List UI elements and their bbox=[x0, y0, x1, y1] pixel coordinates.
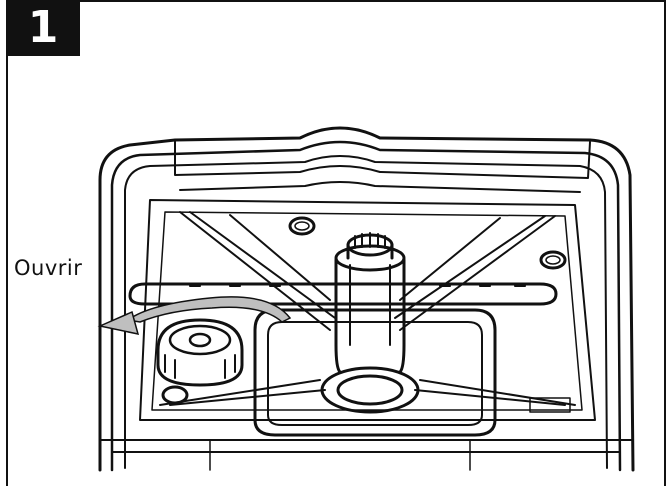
drain-outer bbox=[320, 366, 420, 414]
back-wall-ledge-2 bbox=[179, 181, 581, 193]
filter-housing-inner bbox=[267, 321, 483, 426]
hub-column bbox=[334, 258, 406, 347]
hub-cap-teeth bbox=[354, 232, 386, 249]
rotate-counterclockwise-arrow-icon bbox=[97, 296, 292, 335]
tub-outer-outline bbox=[98, 126, 635, 472]
floor-hole-left bbox=[288, 216, 316, 236]
filter-cap-center bbox=[188, 332, 212, 348]
floor-hole-right bbox=[539, 250, 567, 270]
hub-cap-body bbox=[346, 243, 394, 260]
hub-column-inner bbox=[349, 264, 391, 346]
tub-rim-inner bbox=[110, 140, 622, 472]
filter-housing bbox=[253, 308, 497, 437]
back-wall-ledge bbox=[174, 139, 591, 179]
step-number: 1 bbox=[27, 2, 59, 53]
hub-top-ring bbox=[334, 244, 406, 272]
floor-panel bbox=[139, 199, 596, 421]
front-lip-details bbox=[209, 397, 571, 471]
open-instruction-label: Ouvrir bbox=[14, 256, 83, 280]
filter-cap-left bbox=[156, 318, 244, 387]
floor-hole-right-inner bbox=[545, 255, 561, 265]
hub-to-drain bbox=[334, 343, 406, 374]
floor-ribs bbox=[159, 211, 576, 406]
spray-arm bbox=[128, 282, 558, 306]
floor-hole-bottom-left bbox=[161, 385, 189, 405]
floor-panel-inner bbox=[151, 211, 583, 411]
front-lip bbox=[99, 439, 634, 453]
tub-rim-third bbox=[124, 155, 608, 469]
step-number-badge: 1 bbox=[6, 0, 80, 56]
filter-cap-grips bbox=[164, 354, 236, 379]
floor-hole-left-inner bbox=[294, 221, 310, 231]
drain-inner bbox=[336, 374, 404, 406]
filter-cap-top bbox=[168, 324, 232, 356]
